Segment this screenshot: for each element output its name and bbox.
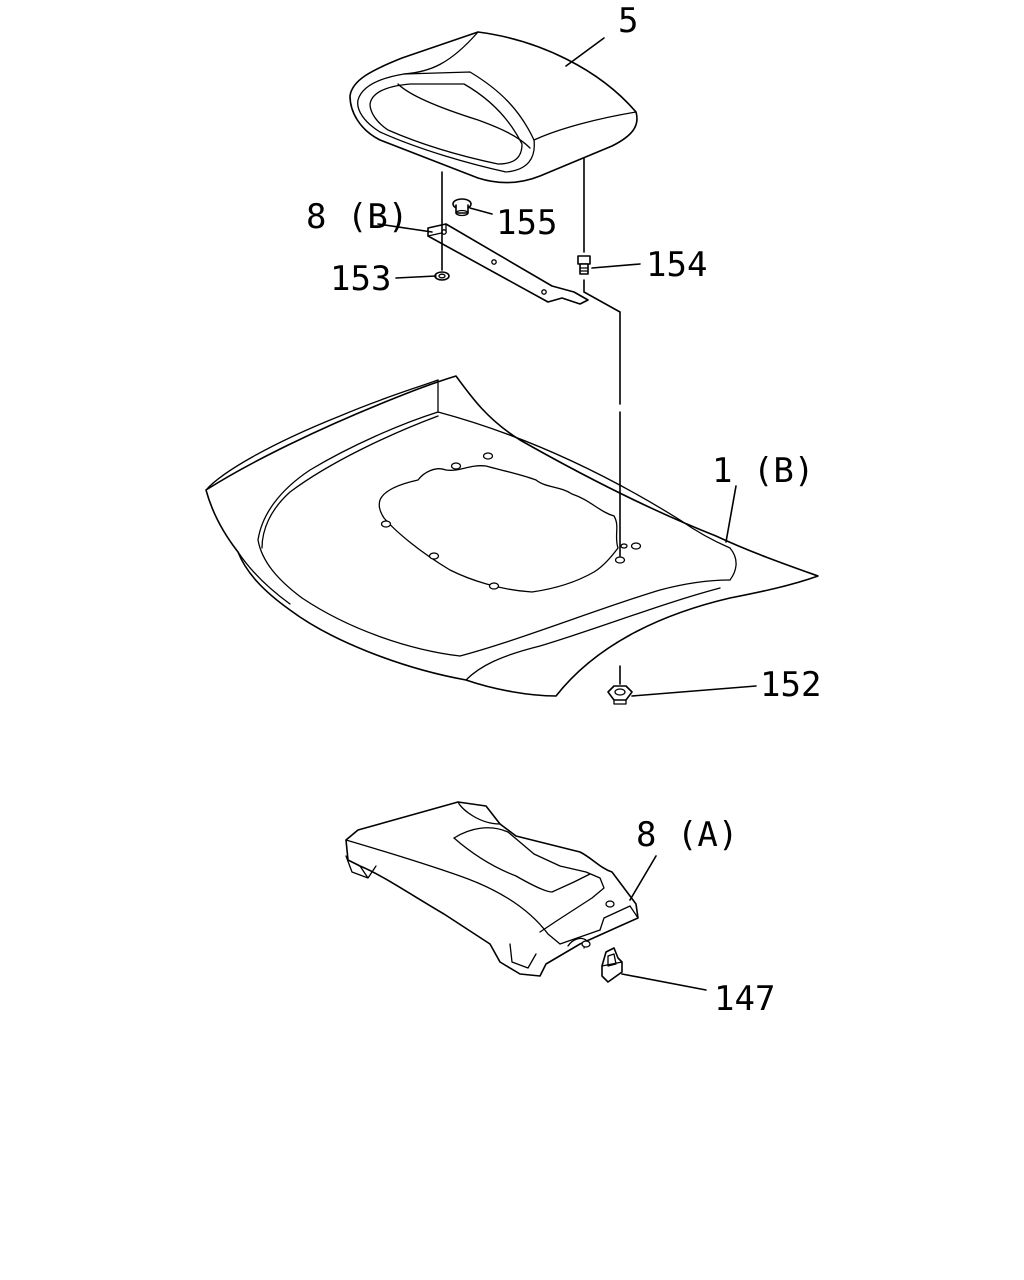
callout-8b: 8 (B) <box>306 197 408 237</box>
callout-152: 152 <box>760 665 821 705</box>
leader-lines <box>377 37 757 991</box>
flange-nut-152 <box>607 685 633 705</box>
washer-153 <box>434 271 450 281</box>
bolt-155 <box>452 198 472 217</box>
bracket-8b <box>427 223 589 305</box>
callout-155: 155 <box>496 203 557 243</box>
callout-153: 153 <box>330 259 391 299</box>
callout-154: 154 <box>646 245 707 285</box>
hood-panel-1b <box>205 375 819 697</box>
panel-8a <box>345 801 639 977</box>
callout-5: 5 <box>618 1 638 41</box>
clip-147 <box>601 947 623 983</box>
callout-8a: 8 (A) <box>636 815 738 855</box>
stud-154 <box>577 255 591 275</box>
callout-1b: 1 (B) <box>712 451 814 491</box>
hood-scoop <box>349 31 638 184</box>
callout-147: 147 <box>714 979 775 1019</box>
